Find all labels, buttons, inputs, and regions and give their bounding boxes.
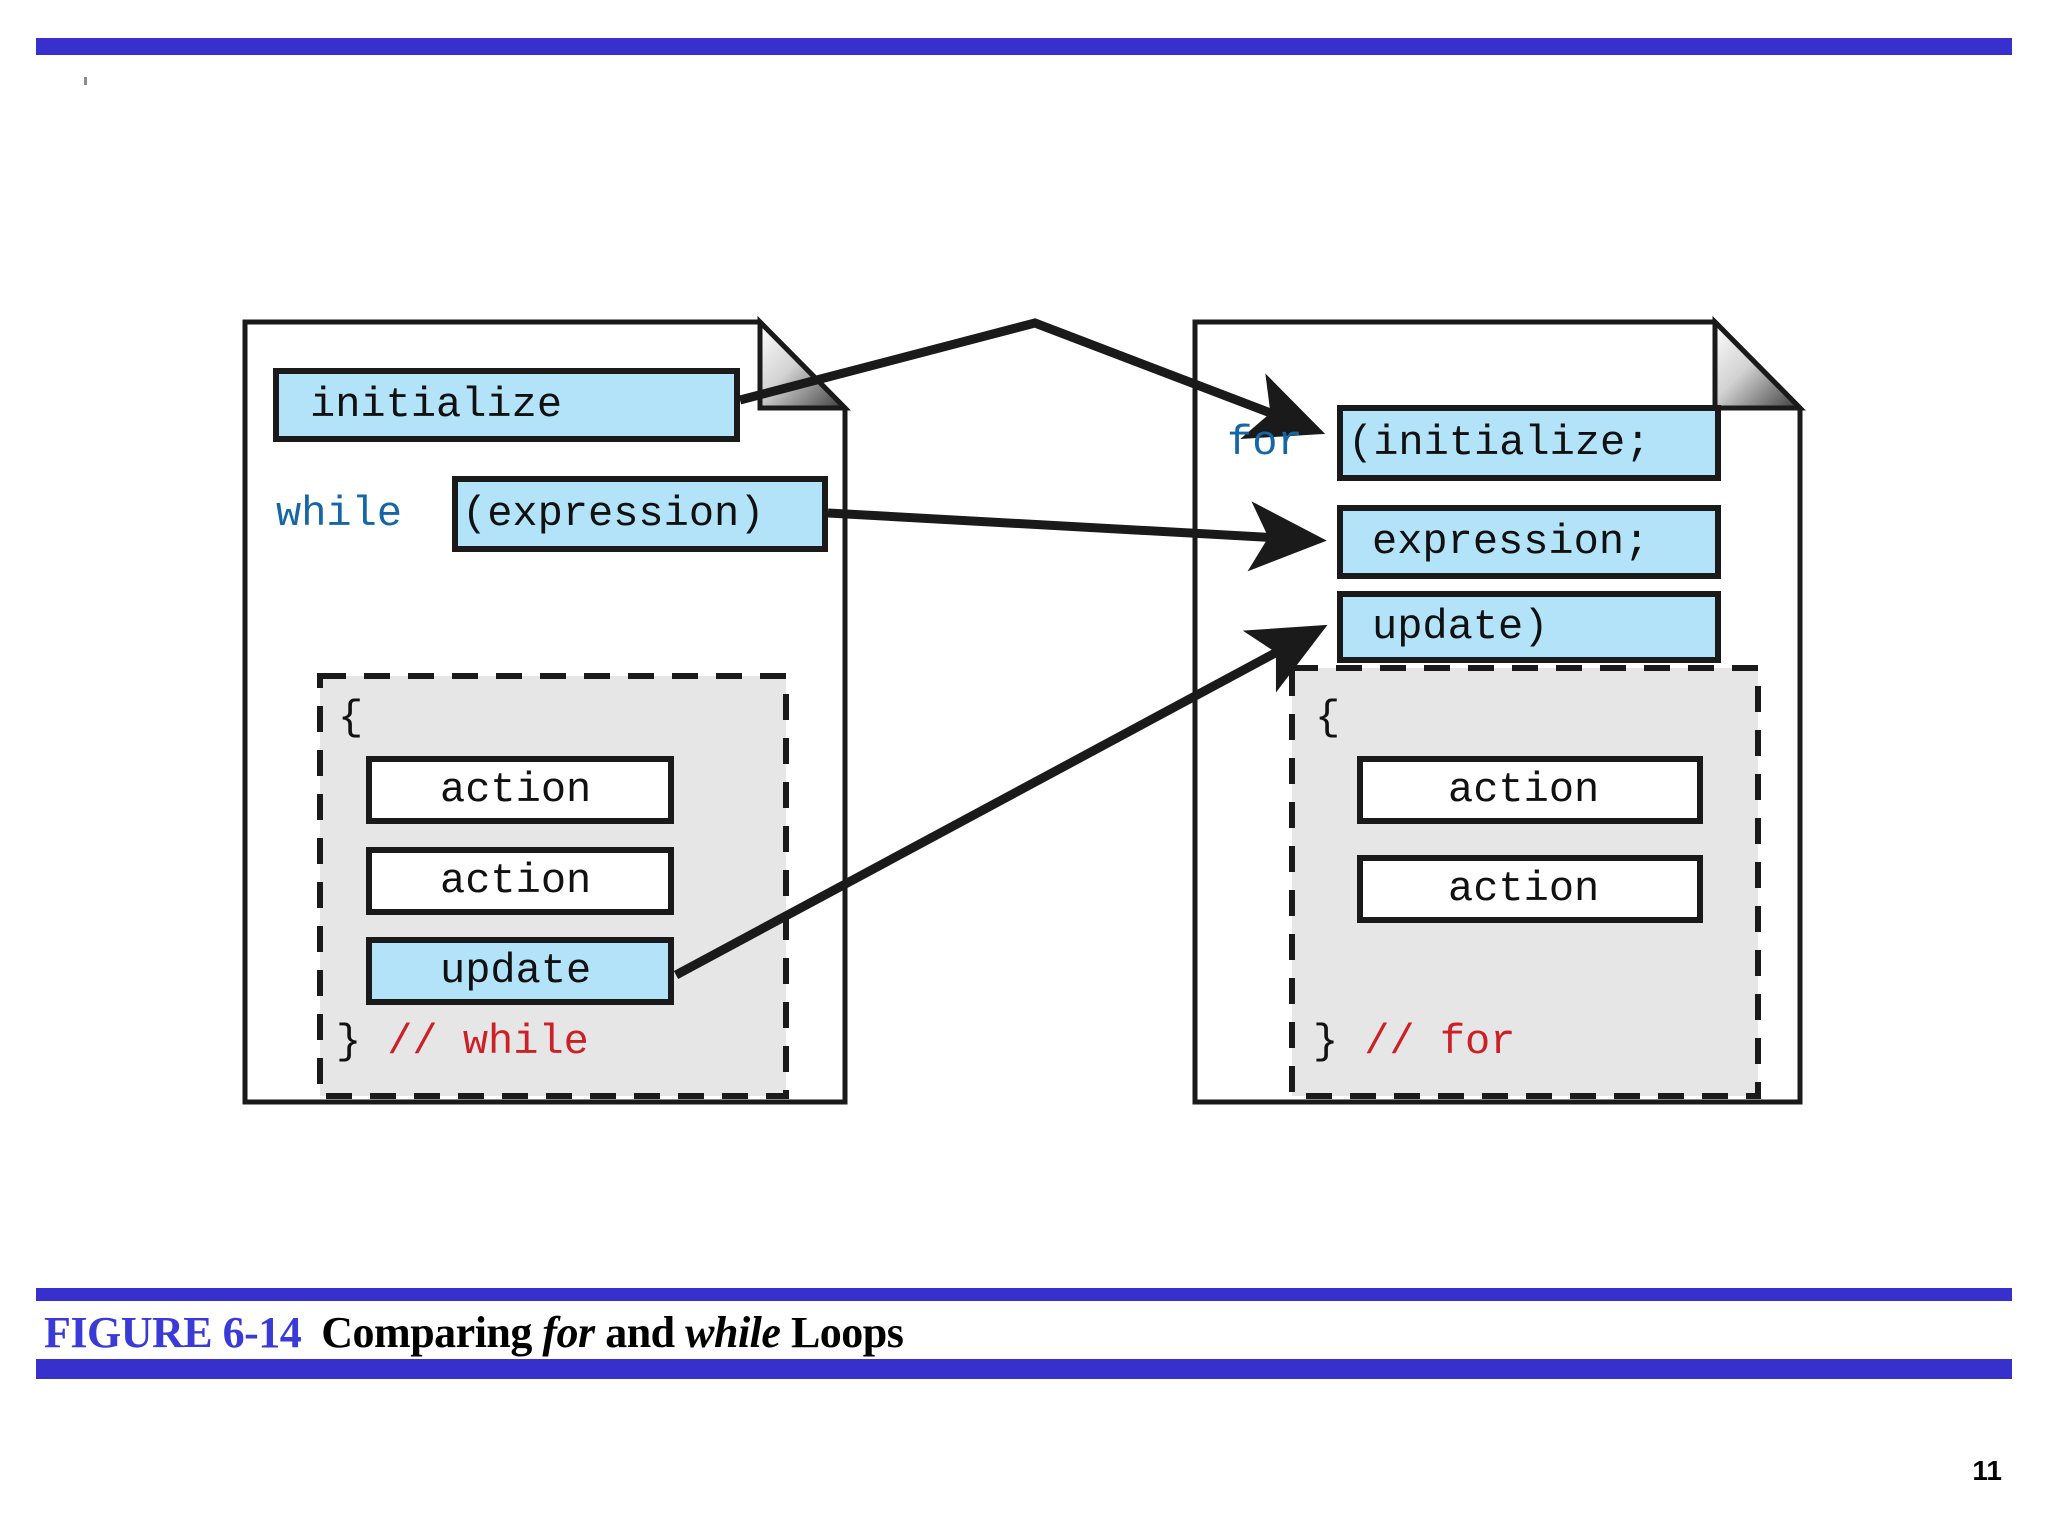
while-comment: // while — [387, 1018, 589, 1066]
caption-bottom-rule — [36, 1359, 2012, 1379]
top-rule — [36, 38, 2012, 55]
while-update-label: update — [440, 947, 592, 995]
while-page-fold-corner — [757, 315, 851, 411]
figure-number: FIGURE 6-14 — [44, 1307, 302, 1357]
for-comment: // for — [1364, 1018, 1516, 1066]
page-number: 11 — [1972, 1455, 2002, 1486]
figure-title: Comparing for and while Loops — [321, 1307, 904, 1358]
for-update-label: update) — [1372, 603, 1549, 651]
caption-part-2: and — [594, 1307, 686, 1357]
while-closing-line: } // while — [336, 1014, 589, 1070]
while-action-label-1: action — [440, 766, 592, 814]
arrow-update — [673, 624, 1328, 979]
for-initialize-label: (initialize; — [1348, 419, 1651, 467]
while-open-brace: { — [338, 694, 364, 742]
while-expression-label: (expression) — [462, 490, 765, 538]
for-closing-line: } // for — [1313, 1014, 1515, 1070]
arrow-expression — [827, 501, 1327, 572]
stray-speck — [84, 77, 87, 85]
for-close-brace: } — [1313, 1018, 1339, 1066]
while-action-label-2: action — [440, 857, 592, 905]
caption-italic-for: for — [542, 1307, 595, 1357]
while-close-brace: } — [336, 1018, 362, 1066]
for-page-fold-corner — [1712, 315, 1806, 411]
caption-top-rule — [36, 1288, 2012, 1301]
for-expression-label: expression; — [1372, 518, 1650, 566]
figure-caption: FIGURE 6-14 Comparing for and while Loop… — [44, 1305, 904, 1359]
for-action-label-1: action — [1448, 766, 1600, 814]
while-initialize-label: initialize — [310, 381, 563, 429]
caption-part-1: Comparing — [321, 1307, 543, 1357]
for-open-brace: { — [1315, 694, 1341, 742]
caption-italic-while: while — [685, 1307, 781, 1357]
for-keyword-label: for — [1227, 419, 1303, 467]
while-keyword-label: while — [276, 490, 403, 538]
caption-part-3: Loops — [780, 1307, 904, 1357]
for-action-label-2: action — [1448, 865, 1600, 913]
